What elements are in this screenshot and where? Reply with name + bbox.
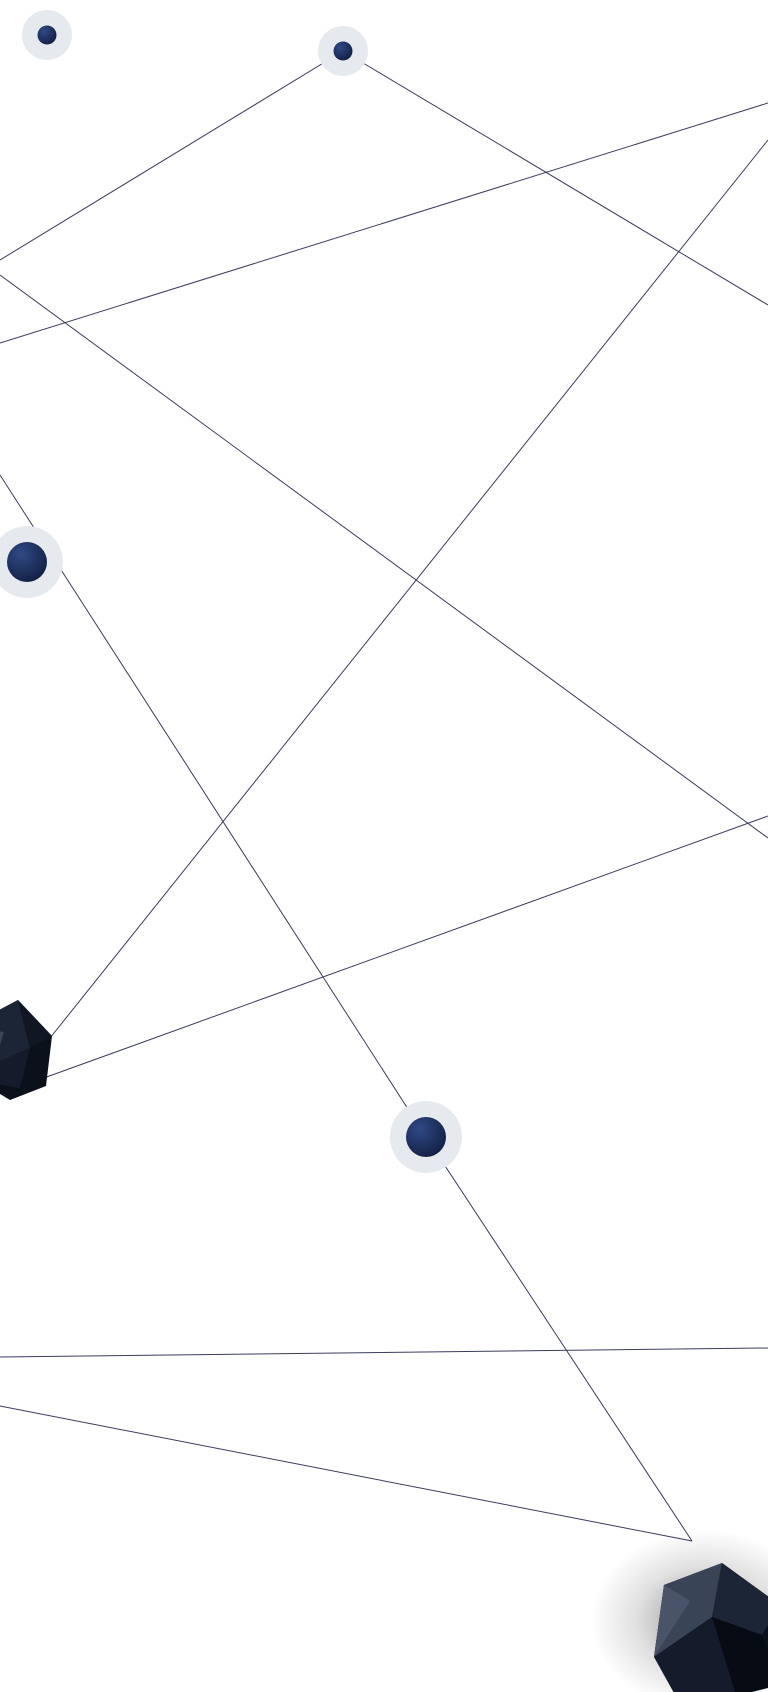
connection-line [0, 474, 427, 1138]
polyhedron-gem-icon [654, 1563, 768, 1692]
node-left-middle [0, 526, 63, 598]
circle-node-icon [7, 542, 47, 582]
connection-line [0, 1347, 768, 1358]
gem-face [712, 1617, 768, 1692]
connection-line [0, 274, 768, 839]
gem-face [654, 1585, 690, 1657]
connection-line [0, 1405, 693, 1542]
connection-lines [0, 50, 768, 1542]
gem-face [654, 1563, 722, 1657]
node-top-center [318, 26, 368, 76]
circle-node-icon [333, 41, 353, 61]
gem-face [0, 1031, 4, 1045]
gem-face [0, 1000, 30, 1062]
gem-face [712, 1563, 768, 1635]
circle-node-icon [37, 25, 57, 45]
connection-line [425, 1136, 693, 1542]
gem-face [0, 1048, 30, 1088]
gem-face [18, 1000, 52, 1048]
connection-line [0, 50, 344, 261]
gem-face [654, 1617, 736, 1692]
connection-line [29, 815, 768, 1084]
connection-line [49, 139, 768, 1039]
circle-node-icon [406, 1117, 446, 1157]
node-top-left [22, 10, 72, 60]
node-center-lower [390, 1101, 462, 1173]
polyhedron-gem-icon [0, 1000, 52, 1100]
connection-line [0, 102, 768, 344]
connection-line [342, 50, 768, 306]
